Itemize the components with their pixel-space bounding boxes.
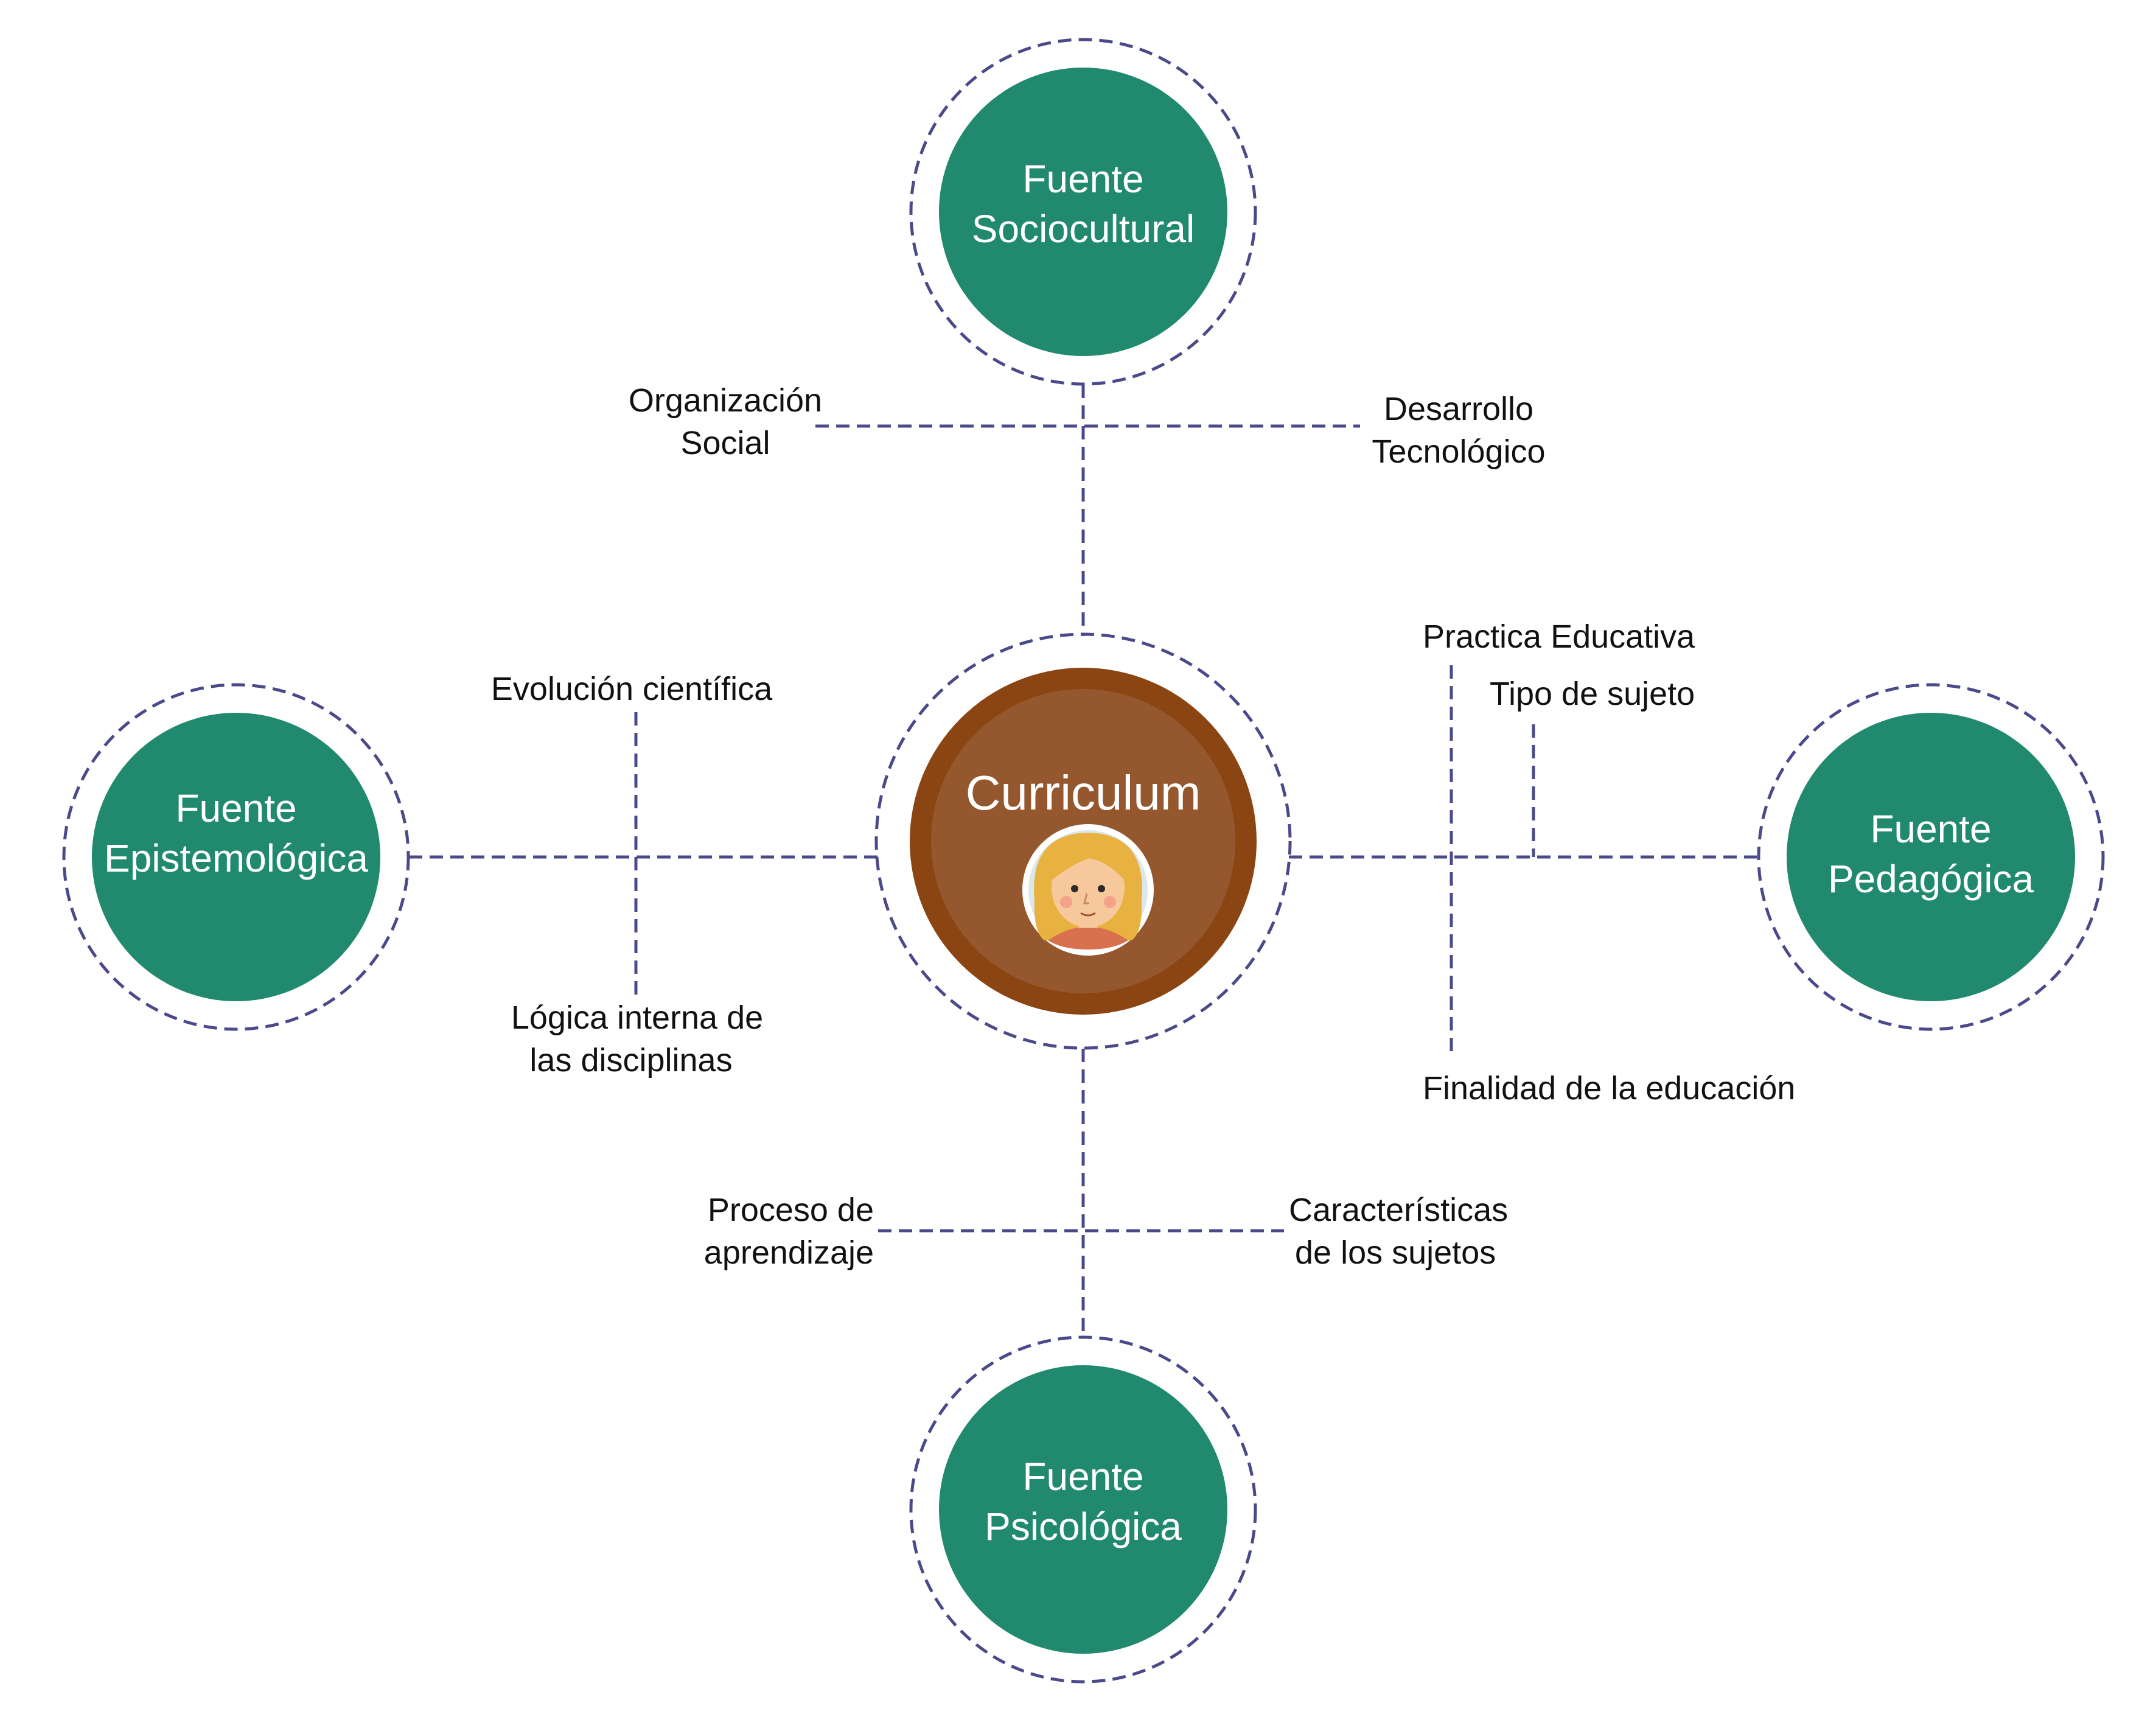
label-desarrollo-tecnologico-line1: Desarrollo [1384,391,1533,427]
sociocultural-dashed-ring [909,38,1257,386]
label-caracteristicas-sujetos-line1: Características [1289,1192,1508,1228]
pedagogica-label-line1: Fuente [1870,807,1991,851]
pedagogica-circle [1787,713,2075,1001]
branch-labels: Organización Social Desarrollo Tecnológi… [491,382,1796,1271]
center-dashed-ring [874,632,1292,1050]
sociocultural-label-line1: Fuente [1022,157,1143,201]
label-finalidad-educacion: Finalidad de la educación [1423,1070,1795,1107]
sociocultural-circle [939,68,1227,356]
pedagogica-dashed-ring [1757,683,2105,1031]
psicologica-circle [939,1365,1227,1654]
student-avatar-icon [1022,824,1154,956]
node-fuente-sociocultural: Fuente Sociocultural [909,38,1257,386]
label-logica-interna-line1: Lógica interna de [511,999,763,1036]
label-proceso-aprendizaje-line1: Proceso de [708,1192,874,1228]
label-caracteristicas-sujetos-line2: de los sujetos [1295,1234,1496,1271]
connector-lines [409,385,1757,1337]
epistemologica-circle [92,713,380,1001]
psicologica-dashed-ring [909,1335,1257,1684]
psicologica-label-line1: Fuente [1022,1455,1143,1499]
psicologica-label-line2: Psicológica [985,1505,1182,1548]
label-tipo-de-sujeto: Tipo de sujeto [1490,676,1695,712]
sociocultural-label-line2: Sociocultural [972,207,1195,251]
label-proceso-aprendizaje-line2: aprendizaje [704,1234,874,1271]
epistemologica-label-line2: Epistemológica [104,836,368,880]
label-desarrollo-tecnologico-line2: Tecnológico [1372,433,1545,470]
label-organizacion-social-line1: Organización [629,382,822,419]
label-evolucion-cientifica: Evolución científica [491,671,773,707]
epistemologica-label-line1: Fuente [175,786,296,830]
label-organizacion-social-line2: Social [680,425,770,461]
label-logica-interna-line2: las disciplinas [529,1042,732,1079]
pedagogica-label-line2: Pedagógica [1828,857,2034,901]
center-title: Curriculum [966,766,1201,820]
node-fuente-psicologica: Fuente Psicológica [909,1335,1257,1684]
epistemologica-dashed-ring [62,683,410,1031]
node-fuente-epistemologica: Fuente Epistemológica [62,683,410,1031]
node-fuente-pedagogica: Fuente Pedagógica [1757,683,2105,1031]
center-node: Curriculum [874,632,1292,1050]
label-practica-educativa: Practica Educativa [1423,618,1695,655]
